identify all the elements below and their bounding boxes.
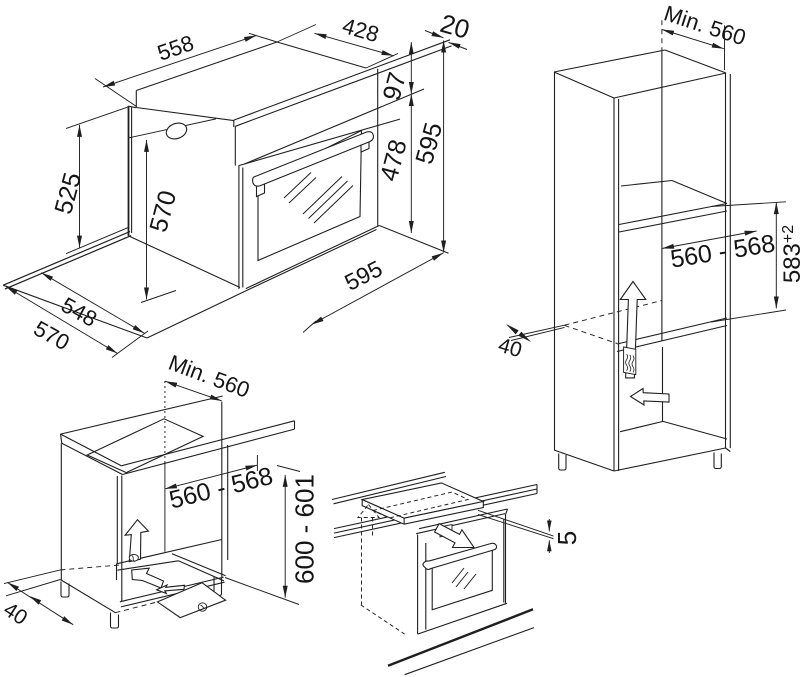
svg-text:600 - 601: 600 - 601 xyxy=(290,474,320,584)
svg-text:583+2: 583+2 xyxy=(779,225,801,283)
svg-text:5: 5 xyxy=(552,531,582,545)
